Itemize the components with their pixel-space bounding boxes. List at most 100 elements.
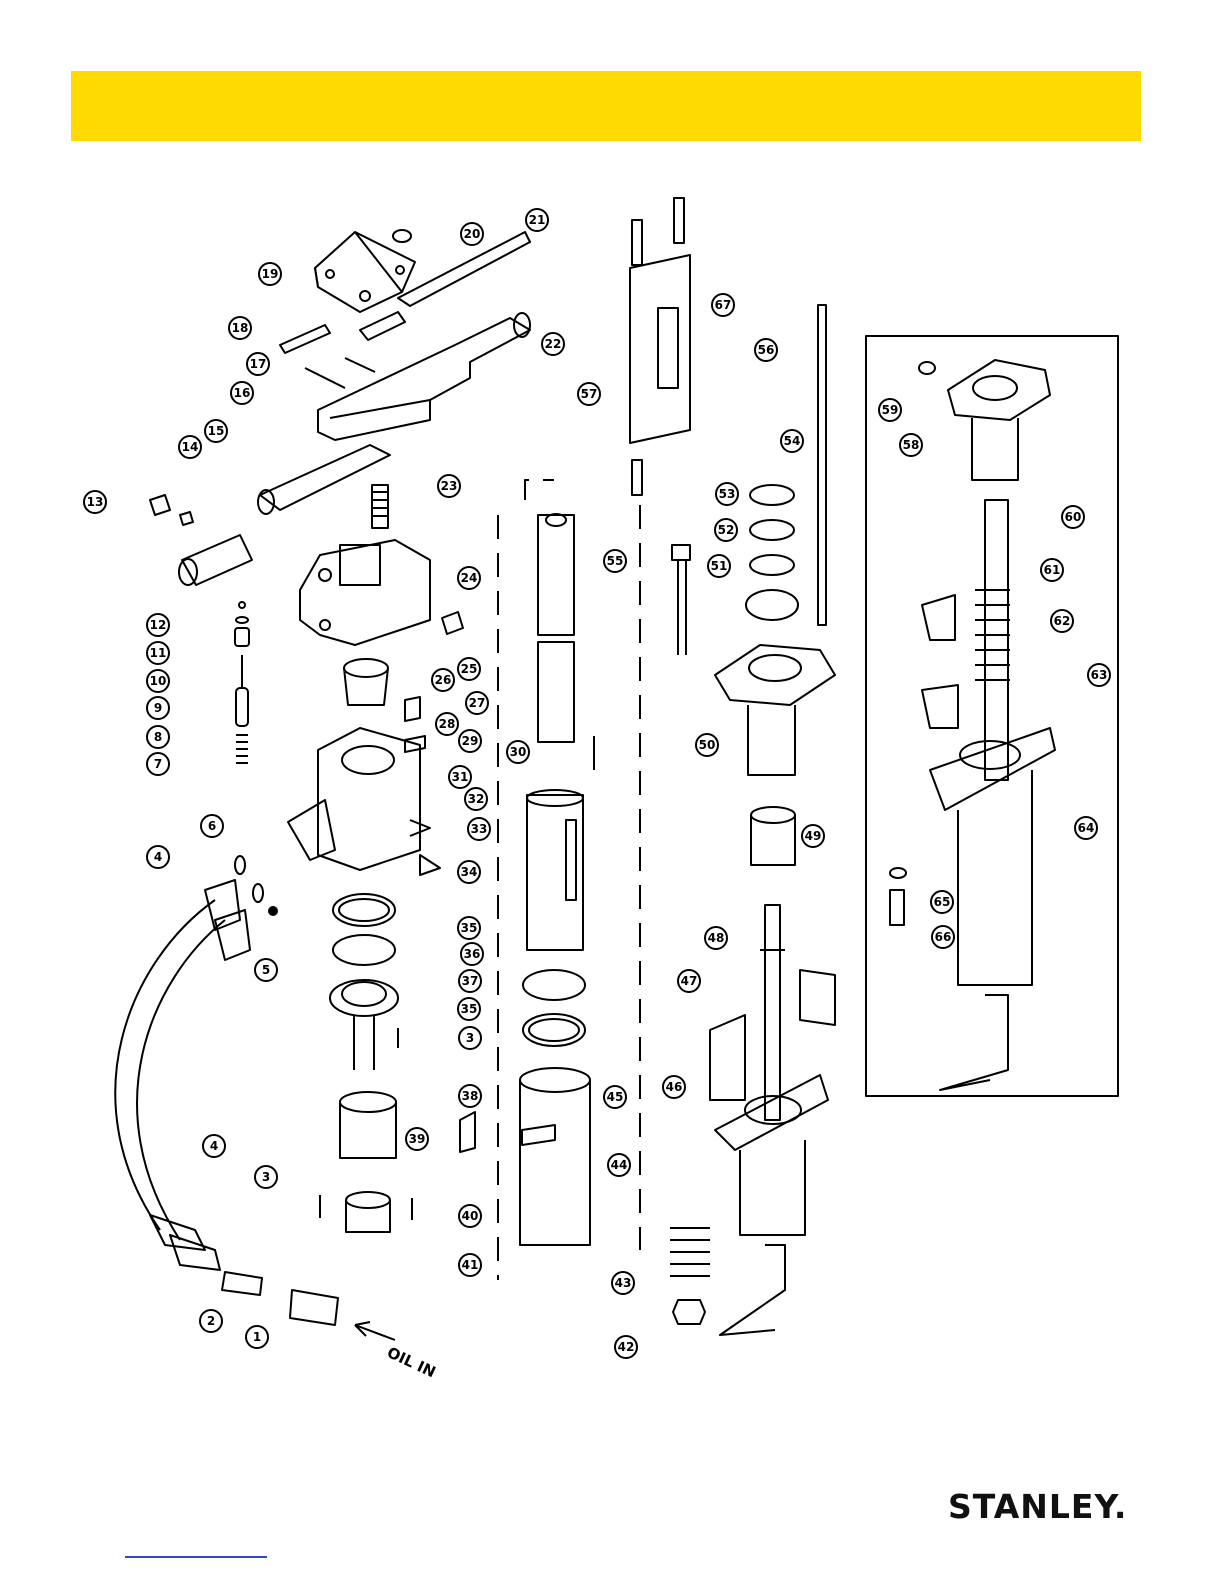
inset-retainer-part-61 [922,595,955,640]
callout-25: 25 [458,658,480,680]
callout-2: 2 [200,1310,222,1332]
callout-33: 33 [468,818,490,840]
foot-part-46 [715,1075,828,1335]
callout-23: 23 [438,475,460,497]
fitting-part-14 [180,512,193,525]
svg-text:7: 7 [154,757,162,771]
callout-35: 35 [458,917,480,939]
svg-text:28: 28 [439,717,456,731]
svg-text:66: 66 [935,930,952,944]
callout-13: 13 [84,491,106,513]
svg-text:36: 36 [464,947,481,961]
callout-42: 42 [615,1336,637,1358]
svg-text:52: 52 [718,523,735,537]
callout-44: 44 [608,1154,630,1176]
svg-text:41: 41 [462,1258,479,1272]
callout-66: 66 [932,926,954,948]
seal-part-28 [405,697,420,721]
svg-text:12: 12 [150,618,167,632]
callout-10: 10 [147,670,169,692]
callout-53: 53 [716,483,738,505]
callout-22: 22 [542,333,564,355]
fitting-part-25 [442,612,463,634]
svg-text:20: 20 [464,227,481,241]
svg-text:34: 34 [461,865,478,879]
callout-11: 11 [147,642,169,664]
svg-text:16: 16 [234,386,251,400]
callout-5: 5 [255,959,277,981]
svg-text:40: 40 [462,1209,479,1223]
inset-spring-part-62 [975,590,1010,680]
valve-stack-parts-7-12 [235,602,249,763]
svg-text:8: 8 [154,730,162,744]
callout-47: 47 [678,970,700,992]
svg-text:11: 11 [150,646,167,660]
callout-39: 39 [406,1128,428,1150]
svg-text:56: 56 [758,343,775,357]
svg-text:3: 3 [262,1170,270,1184]
svg-text:13: 13 [87,495,104,509]
handle-bar-part-22 [318,313,530,440]
inset-plug-part-59 [919,362,935,374]
grip-tube-part-16 [258,445,390,514]
seal-part-6a [235,856,245,874]
retainer-part-47 [710,970,835,1100]
callout-12: 12 [147,614,169,636]
callout-50: 50 [696,734,718,756]
callout-20: 20 [461,223,483,245]
callout-61: 61 [1041,559,1063,581]
svg-text:25: 25 [461,662,478,676]
plug-part-5 [269,907,277,915]
svg-text:60: 60 [1065,510,1082,524]
callout-16: 16 [231,382,253,404]
callout-24: 24 [458,567,480,589]
callout-17: 17 [247,353,269,375]
svg-text:58: 58 [903,438,920,452]
callout-3: 3 [255,1166,277,1188]
ring-part-51 [746,590,798,620]
brand-wordmark: STANLEY. [948,1487,1127,1526]
svg-text:21: 21 [529,213,546,227]
callout-37: 37 [459,970,481,992]
callout-1: 1 [246,1326,268,1348]
bushing-part-49 [751,807,795,865]
cylinder-part-32 [527,790,583,950]
label-part-34 [420,855,440,875]
svg-text:17: 17 [250,357,267,371]
oil-in-arrow [355,1322,395,1340]
footer-link-underline[interactable] [125,1556,267,1558]
valve-body-part-24 [300,540,430,645]
callout-7: 7 [147,753,169,775]
svg-text:10: 10 [150,674,167,688]
svg-text:57: 57 [581,387,598,401]
callout-40: 40 [459,1205,481,1227]
svg-text:2: 2 [207,1314,215,1328]
label-part-39 [460,1112,475,1152]
svg-text:50: 50 [699,738,716,752]
callout-14: 14 [179,436,201,458]
svg-text:4: 4 [154,850,162,864]
callout-49: 49 [802,825,824,847]
fitting-part-13 [150,495,170,515]
svg-text:47: 47 [681,974,698,988]
svg-text:18: 18 [232,321,249,335]
svg-text:15: 15 [208,424,225,438]
svg-text:1: 1 [253,1330,261,1344]
callout-48: 48 [705,927,727,949]
svg-text:38: 38 [462,1089,479,1103]
svg-text:23: 23 [441,479,458,493]
seal-part-6b [253,884,263,902]
callout-57: 57 [578,383,600,405]
piston-part-27 [538,514,574,742]
callout-54: 54 [781,430,803,452]
svg-text:54: 54 [784,434,801,448]
spring-part-23 [372,485,388,528]
svg-text:22: 22 [545,337,562,351]
svg-text:59: 59 [882,403,899,417]
callout-46: 46 [663,1076,685,1098]
plug-part-20 [393,230,411,242]
callout-27: 27 [466,692,488,714]
svg-text:26: 26 [435,673,452,687]
svg-text:29: 29 [462,734,479,748]
